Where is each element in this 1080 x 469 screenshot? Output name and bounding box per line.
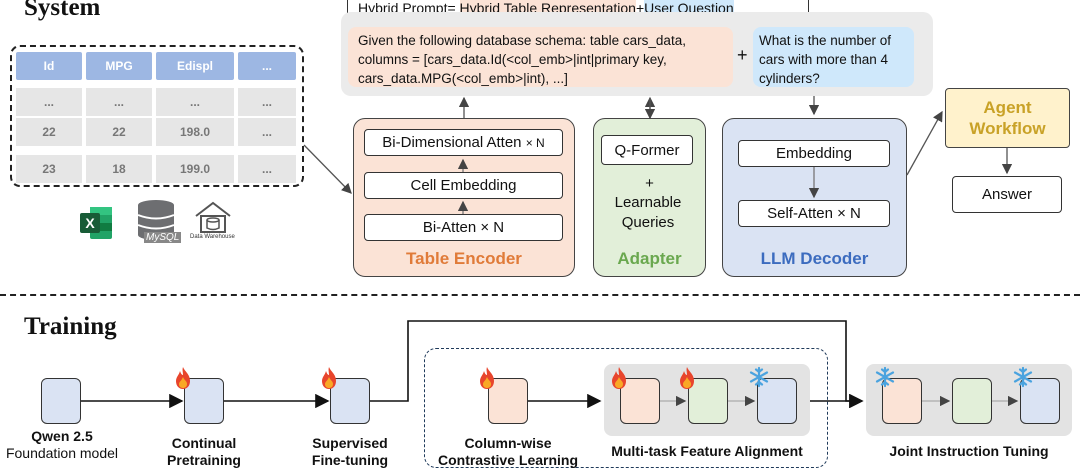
table-cell: 18: [86, 155, 152, 183]
excel-icon: X: [76, 203, 116, 243]
table-cell: ...: [238, 118, 296, 146]
snowflake-icon: [874, 366, 896, 388]
joint-llm-box: [1020, 378, 1060, 424]
answer-box: Answer: [952, 176, 1062, 213]
table-cell: 198.0: [156, 118, 234, 146]
table-cell: 22: [16, 118, 82, 146]
bi-dimensional-atten-layer: Bi-Dimensional Atten × N: [364, 129, 563, 156]
fire-icon: [676, 366, 698, 390]
question-text-box: What is the number of cars with more tha…: [753, 27, 914, 87]
arrow-table-to-encoder: [303, 144, 352, 194]
qwen-sub-label: Foundation model: [5, 445, 119, 461]
supervised-label-2: Fine-tuning: [311, 452, 389, 468]
table-cell: ...: [156, 88, 234, 116]
cell-embedding-layer: Cell Embedding: [364, 172, 563, 199]
table-cell: 22: [86, 118, 152, 146]
training-title: Training: [24, 313, 117, 340]
fire-icon: [608, 366, 630, 390]
mysql-label: MySQL: [144, 232, 182, 243]
learnable-queries-text: Learnable Queries: [614, 194, 682, 231]
question-text: What is the number of cars with more tha…: [759, 33, 892, 86]
joint-tuning-label: Joint Instruction Tuning: [889, 443, 1049, 459]
table-encoder-label: Table Encoder: [406, 249, 522, 268]
llm-decoder-label: LLM Decoder: [760, 249, 869, 268]
continual-pretraining-box: [184, 378, 224, 424]
hybrid-prompt-plus: +: [635, 0, 645, 16]
table-cell: ...: [86, 88, 152, 116]
table-header-cell: MPG: [86, 52, 152, 80]
q-former-box: Q-Former: [601, 135, 693, 165]
qwen-foundation-box: [41, 378, 81, 424]
table-cell: ...: [238, 155, 296, 183]
agent-workflow-box: Agent Workflow: [945, 88, 1070, 148]
adapter-plus: +: [645, 175, 654, 192]
system-title: System: [24, 0, 101, 21]
continual-label-2: Pretraining: [167, 452, 241, 468]
multi-task-label: Multi-task Feature Alignment: [611, 443, 803, 459]
data-warehouse-label: Data Warehouse: [190, 234, 235, 240]
bi-atten-layer: Bi-Atten × N: [364, 214, 563, 241]
agent-workflow-label: Agent Workflow: [969, 98, 1046, 138]
table-representation-frame: [10, 45, 304, 187]
prompt-plus-sign: +: [737, 45, 748, 65]
table-header-cell: ...: [238, 52, 296, 80]
mysql-icon: MySQL: [134, 198, 184, 246]
table-header-cell: Id: [16, 52, 82, 80]
fire-icon: [476, 366, 498, 390]
fire-icon: [172, 366, 194, 390]
bi-dimensional-times-n: × N: [525, 135, 545, 150]
table-cell: 199.0: [156, 155, 234, 183]
section-divider: [0, 294, 1080, 296]
self-atten-layer: Self-Atten × N: [738, 200, 890, 227]
supervised-finetuning-box: [330, 378, 370, 424]
table-cell: 23: [16, 155, 82, 183]
supervised-label-1: Supervised: [312, 435, 388, 451]
table-header-cell: Edispl: [156, 52, 234, 80]
bi-dimensional-atten-label: Bi-Dimensional Atten: [382, 134, 522, 151]
joint-adapter-box: [952, 378, 992, 424]
table-cell: ...: [238, 88, 296, 116]
snowflake-icon: [748, 366, 770, 388]
table-cell: ...: [16, 88, 82, 116]
svg-text:X: X: [85, 215, 95, 231]
fire-icon: [318, 366, 340, 390]
contrastive-label-2: Contrastive Learning: [437, 452, 579, 468]
arrow-llm-to-agent: [906, 110, 943, 176]
schema-text: Given the following database schema: tab…: [358, 33, 686, 86]
qwen-label: Qwen 2.5: [31, 428, 93, 444]
snowflake-icon: [1012, 366, 1034, 388]
schema-text-box: Given the following database schema: tab…: [348, 27, 733, 87]
contrastive-label-1: Column-wise: [464, 435, 552, 451]
data-warehouse-icon: Data Warehouse: [188, 198, 238, 244]
continual-label-1: Continual: [171, 435, 237, 451]
adapter-label: Adapter: [617, 249, 682, 268]
joint-encoder-box: [882, 378, 922, 424]
embedding-layer: Embedding: [738, 140, 890, 167]
